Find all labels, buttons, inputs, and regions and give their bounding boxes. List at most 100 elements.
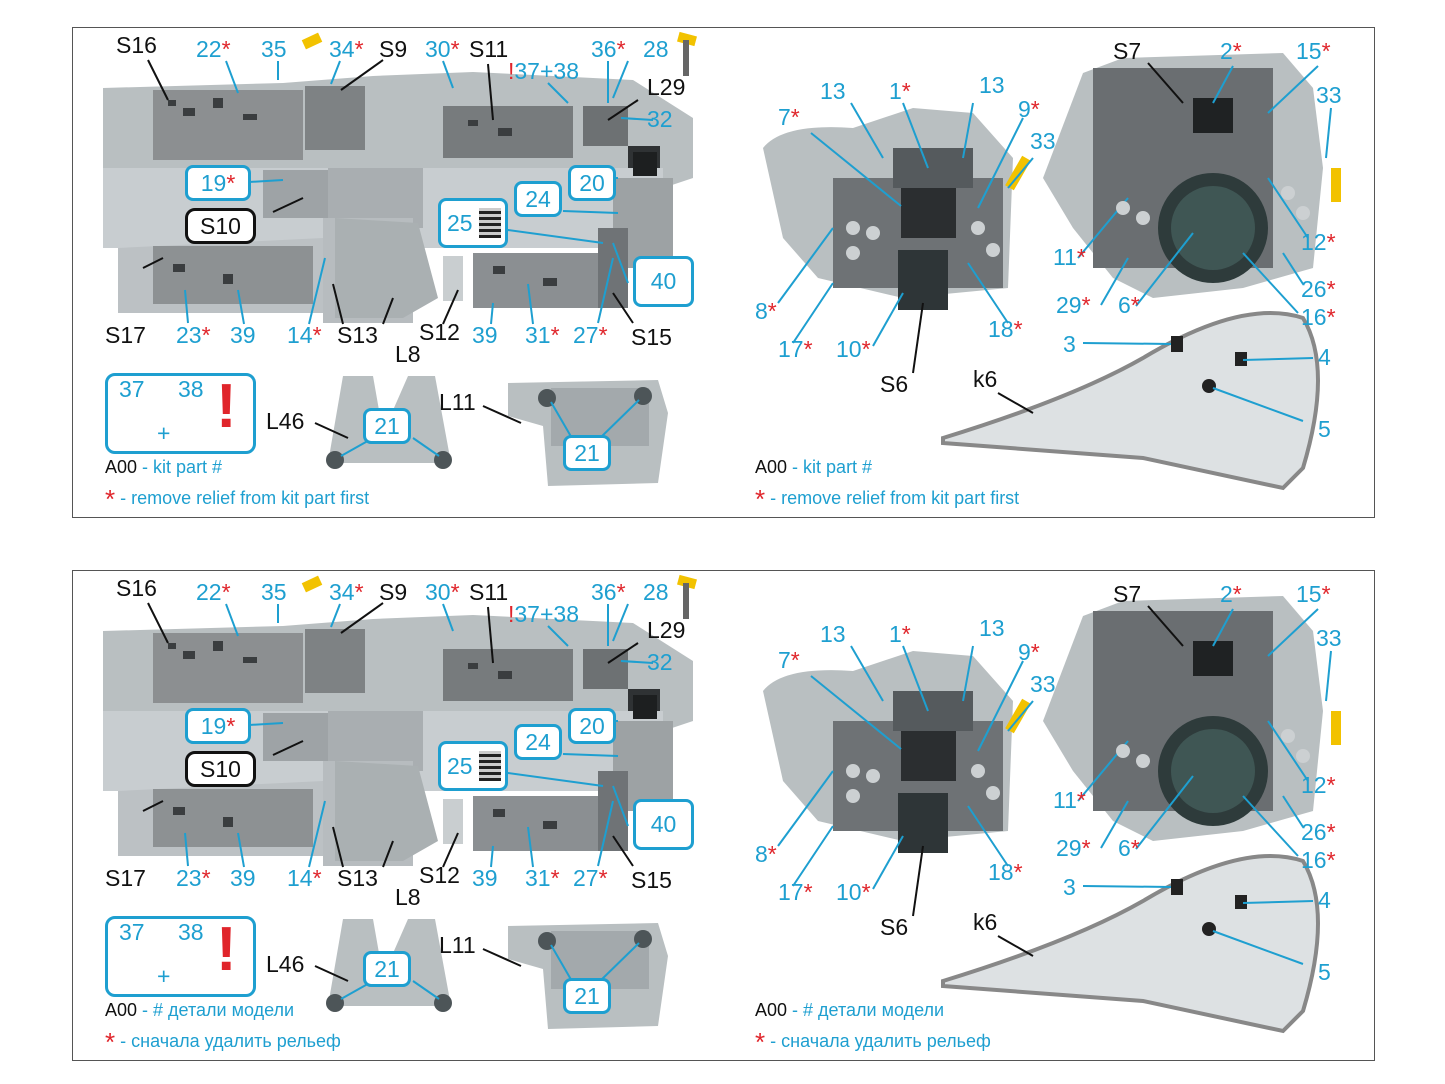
callout-S10: S10: [185, 208, 256, 244]
callout-20: 20: [568, 165, 616, 201]
instrument-panels-illustration: [763, 53, 1341, 491]
label-9: 9*: [1018, 639, 1040, 665]
label-11: 11*: [1053, 787, 1086, 813]
label-L11: L11: [439, 932, 476, 958]
label-39a: 39: [230, 865, 256, 891]
label-4: 4: [1318, 887, 1331, 913]
label-S9: S9: [379, 579, 408, 605]
callout-25: 25: [438, 741, 508, 791]
label-17: 17*: [778, 336, 813, 362]
label-29: 29*: [1056, 835, 1091, 861]
label-S11: S11: [469, 579, 509, 605]
label-27: 27*: [573, 865, 608, 891]
label-k6: k6: [973, 366, 998, 392]
label-6: 6*: [1118, 835, 1140, 861]
panel-cockpit-sides-ru: S16 22* 35 34* S9 30* S11 !37+38 36* 28 …: [72, 570, 725, 1061]
label-36: 36*: [591, 579, 626, 605]
label-7: 7*: [778, 104, 800, 130]
label-swap-plus: +: [157, 420, 171, 446]
label-17: 17*: [778, 879, 813, 905]
label-swap-38: 38: [178, 919, 204, 945]
panel-instrument-panels-en: 13 1* 13 7* 9* 33 S7 2* 15* 33 11* 12* 2…: [723, 27, 1375, 518]
label-7: 7*: [778, 647, 800, 673]
label-39a: 39: [230, 322, 256, 348]
label-26: 26*: [1301, 819, 1336, 845]
label-33a: 33: [1030, 128, 1056, 154]
label-S16: S16: [116, 575, 157, 601]
label-31: 31*: [525, 865, 560, 891]
label-37-38: !37+38: [508, 58, 579, 84]
label-S13: S13: [337, 322, 378, 348]
label-15: 15*: [1296, 38, 1331, 64]
panel-cockpit-sides-en: S16 22* 35 34* S9 30* S11 !37+38 36* 28 …: [72, 27, 725, 518]
callout-19: 19*: [185, 708, 251, 744]
callout-20: 20: [568, 708, 616, 744]
label-33a: 33: [1030, 671, 1056, 697]
label-5: 5: [1318, 959, 1331, 985]
callout-40: 40: [633, 799, 694, 850]
callout-21-l11: 21: [563, 978, 611, 1014]
label-29: 29*: [1056, 292, 1091, 318]
label-3: 3: [1063, 874, 1076, 900]
label-S17: S17: [105, 322, 146, 348]
label-6: 6*: [1118, 292, 1140, 318]
label-5: 5: [1318, 416, 1331, 442]
label-2: 2*: [1220, 38, 1242, 64]
swap-box-37-38: [105, 373, 256, 454]
label-15: 15*: [1296, 581, 1331, 607]
label-33b: 33: [1316, 82, 1342, 108]
label-30: 30*: [425, 579, 460, 605]
instrument-panels-illustration: [763, 596, 1341, 1034]
label-S7: S7: [1113, 581, 1142, 607]
label-33b: 33: [1316, 625, 1342, 651]
label-11: 11*: [1053, 244, 1086, 270]
swap-box-37-38: [105, 916, 256, 997]
label-39b: 39: [472, 865, 498, 891]
label-S9: S9: [379, 36, 408, 62]
label-swap-38: 38: [178, 376, 204, 402]
label-S6: S6: [880, 371, 909, 397]
label-1: 1*: [889, 621, 911, 647]
label-34: 34*: [329, 36, 364, 62]
label-12: 12*: [1301, 772, 1336, 798]
label-1: 1*: [889, 78, 911, 104]
label-S12: S12: [419, 319, 460, 345]
legend-kit-part: A00 - kit part #: [105, 457, 223, 477]
label-S16: S16: [116, 32, 157, 58]
legend-kit-part: A00 - # детали модели: [105, 1000, 295, 1020]
callout-24: 24: [514, 724, 562, 760]
label-34: 34*: [329, 579, 364, 605]
label-18: 18*: [988, 859, 1023, 885]
label-13a: 13: [820, 621, 846, 647]
label-L8: L8: [395, 884, 421, 910]
label-22: 22*: [196, 36, 231, 62]
label-28: 28: [643, 579, 669, 605]
label-39b: 39: [472, 322, 498, 348]
label-2: 2*: [1220, 581, 1242, 607]
callout-21-l46: 21: [363, 951, 411, 987]
label-13b: 13: [979, 615, 1005, 641]
label-4: 4: [1318, 344, 1331, 370]
label-S6: S6: [880, 914, 909, 940]
label-L46: L46: [266, 408, 305, 434]
callout-25: 25: [438, 198, 508, 248]
label-16: 16*: [1301, 304, 1336, 330]
callout-S10: S10: [185, 751, 256, 787]
callout-40: 40: [633, 256, 694, 307]
label-L46: L46: [266, 951, 305, 977]
panel-instrument-panels-ru: 13 1* 13 7* 9* 33 S7 2* 15* 33 11* 12* 2…: [723, 570, 1375, 1061]
label-13b: 13: [979, 72, 1005, 98]
label-13a: 13: [820, 78, 846, 104]
label-L29: L29: [647, 617, 686, 643]
label-swap-37: 37: [119, 919, 145, 945]
label-18: 18*: [988, 316, 1023, 342]
label-L29: L29: [647, 74, 686, 100]
label-30: 30*: [425, 36, 460, 62]
label-32: 32: [647, 649, 673, 675]
label-S7: S7: [1113, 38, 1142, 64]
label-35: 35: [261, 579, 287, 605]
legend-remove-relief: * - сначала удалить рельеф: [755, 1027, 991, 1057]
label-23: 23*: [176, 865, 211, 891]
label-14: 14*: [287, 322, 322, 348]
